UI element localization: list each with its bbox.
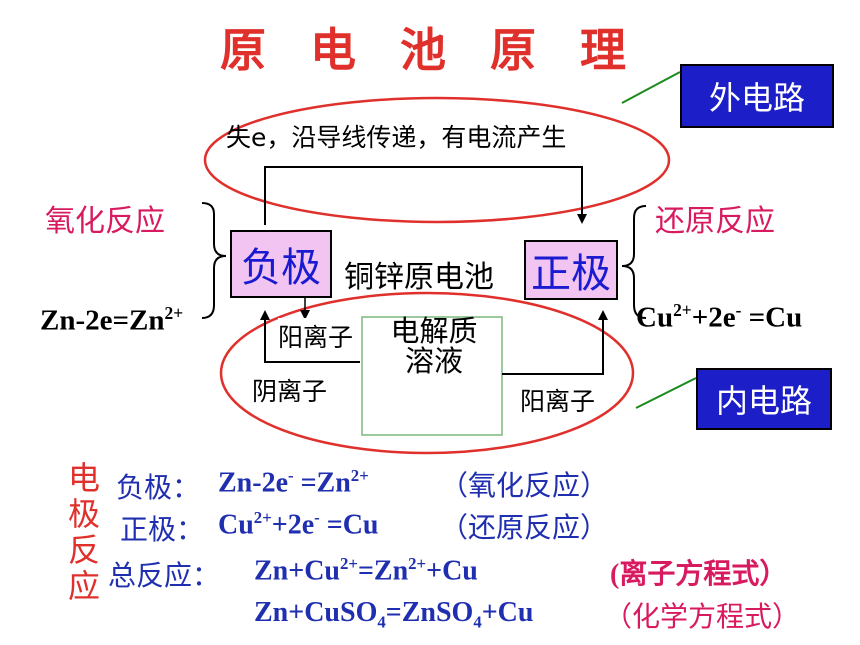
- electrode-reaction-side-label: 电 极 反 应: [67, 459, 100, 605]
- outer-circuit-ellipse: [203, 96, 671, 224]
- outer-circuit-pointer: [621, 71, 681, 104]
- pos-reaction-equation: Cu2++2e- =Cu: [218, 508, 379, 541]
- inner-circuit-ellipse: [219, 291, 635, 455]
- anion-label: 阴离子: [252, 377, 328, 406]
- anode-equation: Zn-2e=Zn2+: [40, 303, 184, 337]
- cation-label-top: 阳离子: [278, 318, 354, 354]
- electrolyte-box: [361, 316, 503, 436]
- chemical-equation-note: （化学方程式）: [604, 600, 801, 633]
- neg-reaction-note: （氧化反应）: [440, 469, 609, 502]
- reduction-label: 还原反应: [655, 204, 775, 239]
- cathode-equation: Cu2++2e- =Cu: [636, 300, 803, 334]
- positive-electrode: 正极: [524, 240, 618, 300]
- pos-reaction-note: （还原反应）: [440, 511, 609, 544]
- right-brace: [621, 205, 647, 319]
- total-reaction-label: 总反应：: [108, 559, 221, 592]
- cation-arrow-up: [502, 310, 608, 375]
- total-reaction-equation: Zn+Cu2+=Zn2++Cu: [254, 554, 478, 587]
- neg-reaction-equation: Zn-2e- =Zn2+: [218, 466, 369, 499]
- inner-circuit-label: 内电路: [696, 368, 832, 430]
- anion-arrow-up: [260, 310, 360, 363]
- outer-circuit-label: 外电路: [680, 64, 834, 128]
- left-brace: [201, 202, 227, 319]
- pos-reaction-label: 正极：: [120, 513, 205, 546]
- cation-label-right: 阳离子: [520, 387, 596, 416]
- neg-reaction-label: 负极：: [116, 471, 201, 504]
- page-title: 原 电 池 原 理: [219, 23, 641, 77]
- ionic-equation-note: (离子方程式）: [610, 559, 788, 590]
- electron-flow-text: 失e，沿导线传递，有电流产生: [226, 123, 567, 152]
- inner-circuit-pointer: [635, 377, 697, 409]
- external-wire-arrow: [264, 166, 587, 225]
- cell-name: 铜锌原电池: [344, 260, 494, 295]
- negative-electrode: 负极: [230, 230, 332, 298]
- chemical-equation: Zn+CuSO4=ZnSO4+Cu: [254, 597, 534, 632]
- electrolyte-label: 电解质 溶液: [390, 314, 478, 378]
- oxidation-label: 氧化反应: [45, 204, 165, 239]
